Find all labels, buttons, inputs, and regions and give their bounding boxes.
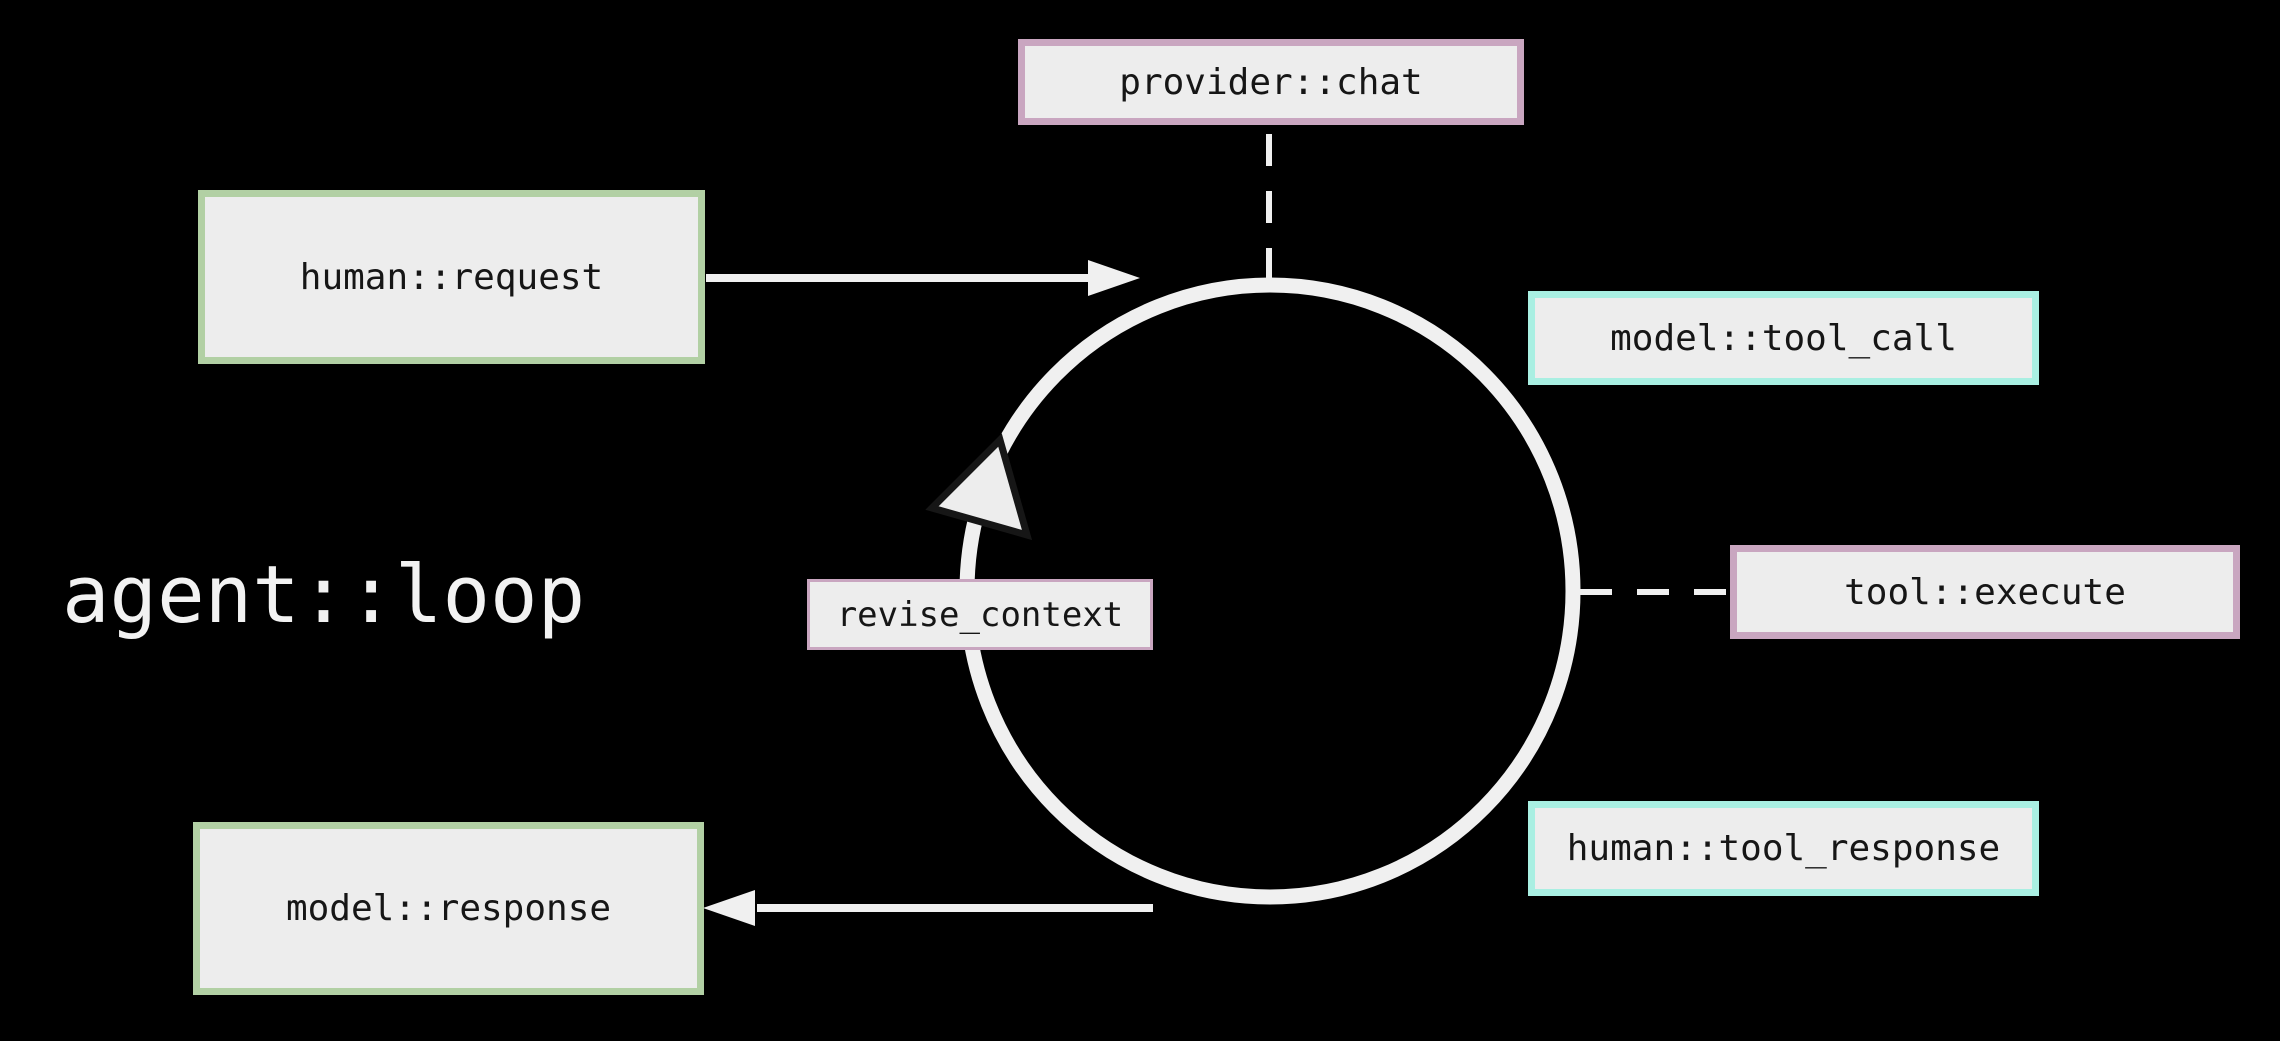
node-human-tool-response-label: human::tool_response bbox=[1566, 828, 2001, 869]
arrow-right-icon bbox=[1088, 260, 1140, 296]
node-model-response: model::response bbox=[193, 822, 704, 995]
node-tool-execute: tool::execute bbox=[1730, 545, 2240, 639]
node-human-request-label: human::request bbox=[299, 256, 604, 298]
node-human-tool-response: human::tool_response bbox=[1528, 801, 2039, 896]
node-model-tool-call: model::tool_call bbox=[1528, 291, 2039, 385]
arrow-left-icon bbox=[703, 890, 755, 926]
node-revise-context: revise_context bbox=[807, 579, 1153, 650]
node-model-response-label: model::response bbox=[285, 888, 612, 929]
loop-title: agent::loop bbox=[62, 549, 586, 641]
loop-direction-arrowhead-icon bbox=[925, 433, 1033, 541]
node-human-request: human::request bbox=[198, 190, 705, 364]
node-revise-context-label: revise_context bbox=[836, 594, 1124, 635]
node-model-tool-call-label: model::tool_call bbox=[1610, 317, 1957, 359]
node-provider-chat: provider::chat bbox=[1018, 39, 1524, 125]
node-tool-execute-label: tool::execute bbox=[1844, 571, 2126, 613]
node-provider-chat-label: provider::chat bbox=[1119, 61, 1423, 103]
